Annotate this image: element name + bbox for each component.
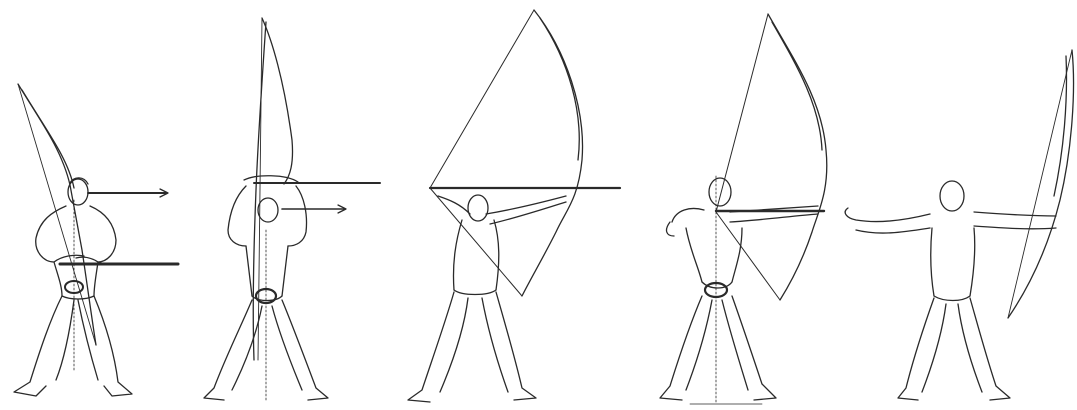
panel-5-bowstring bbox=[1008, 50, 1072, 318]
panel-2-archer-raising bbox=[204, 18, 380, 402]
panel-4-head bbox=[709, 178, 731, 206]
panel-4-legs bbox=[660, 296, 776, 400]
panel-5-archer-release bbox=[845, 50, 1073, 400]
panel-3-bowstring bbox=[430, 10, 534, 188]
panel-5-arms bbox=[845, 208, 1056, 233]
panel-4-bow bbox=[768, 14, 827, 300]
panel-5-legs bbox=[898, 298, 1010, 400]
panel-3-bow bbox=[522, 10, 583, 296]
panel-3-archer-drawing bbox=[408, 10, 620, 402]
panel-1-center-of-gravity bbox=[65, 281, 83, 293]
panel-4-bowstring bbox=[716, 14, 768, 212]
panel-1-archer-nocking bbox=[14, 84, 178, 396]
panel-3-legs bbox=[408, 292, 536, 402]
panel-2-head bbox=[258, 198, 278, 222]
panel-3-head bbox=[468, 195, 488, 221]
panel-4-archer-aiming bbox=[660, 14, 827, 404]
panel-2-bow bbox=[262, 18, 293, 184]
panel-2-arms bbox=[228, 186, 307, 246]
panel-5-head bbox=[940, 181, 964, 211]
